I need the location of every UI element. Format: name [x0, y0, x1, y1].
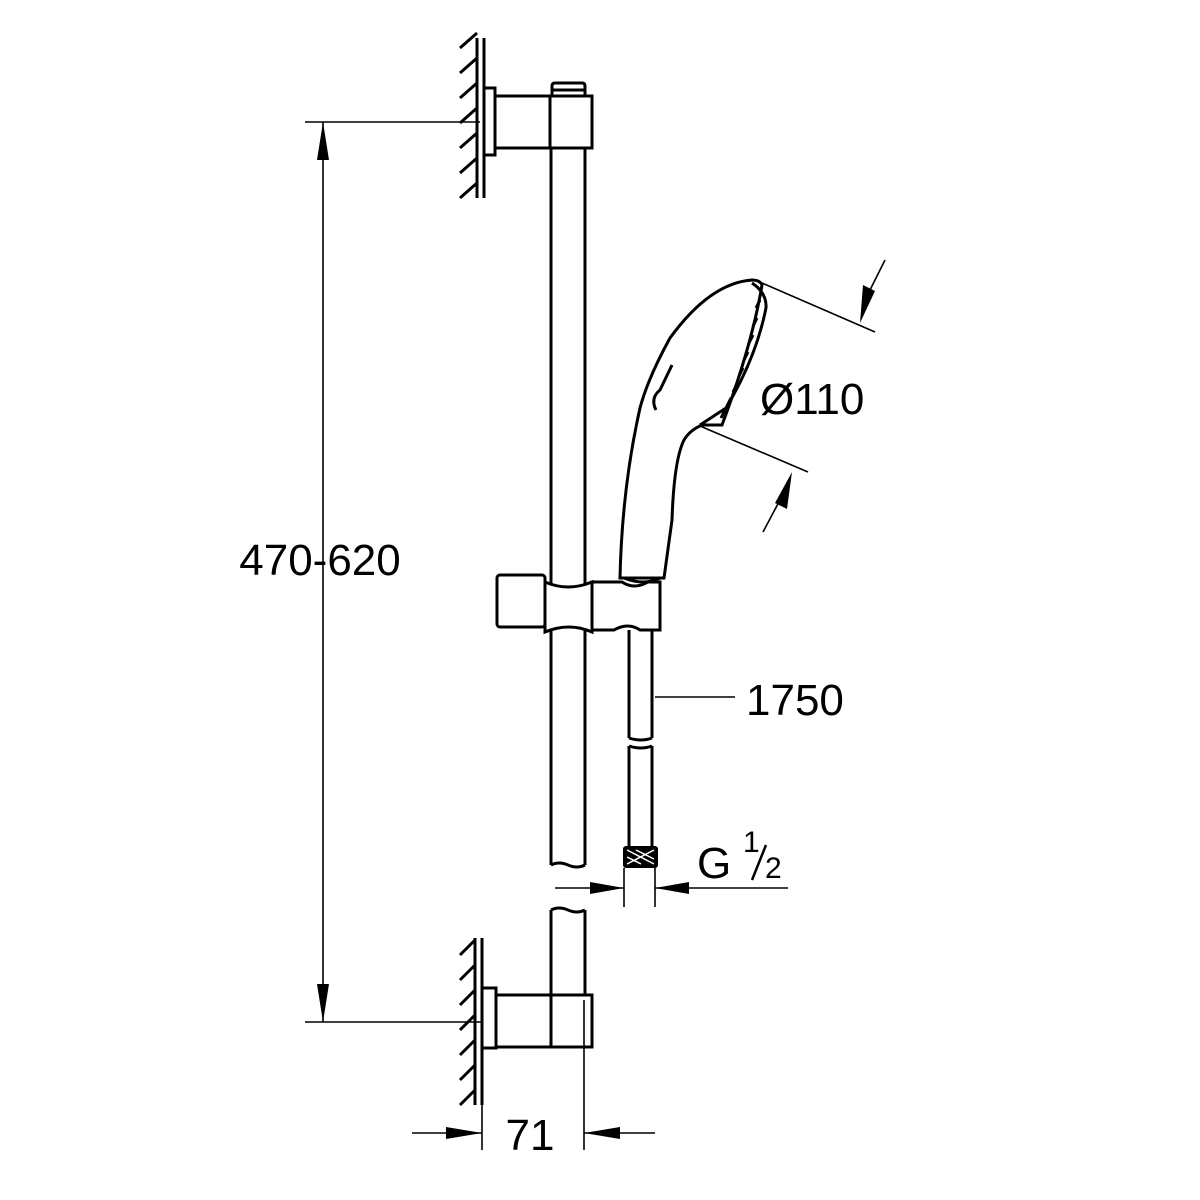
thread-label-denominator: 2 [765, 852, 782, 885]
wall-bracket-top [482, 81, 594, 157]
wall-bracket-bottom [480, 986, 594, 1050]
hose-length-label: 1750 [746, 676, 844, 725]
hand-shower [618, 278, 768, 584]
rail [549, 148, 587, 996]
head-diameter-label: Ø110 [760, 375, 864, 424]
height-dimension [305, 121, 482, 1023]
thread-label-g: G [697, 839, 731, 888]
thread-fraction-slash [750, 844, 768, 881]
wall-top [459, 31, 486, 200]
diameter-dimension [699, 259, 886, 533]
thread-label-numerator: 1 [743, 826, 760, 859]
wall-offset-dimension [412, 1000, 655, 1150]
height-range-label: 470-620 [239, 536, 400, 585]
wall-offset-label: 71 [506, 1111, 555, 1160]
hose [623, 630, 658, 907]
slider-holder [495, 573, 662, 635]
thread-dimension [555, 882, 788, 894]
